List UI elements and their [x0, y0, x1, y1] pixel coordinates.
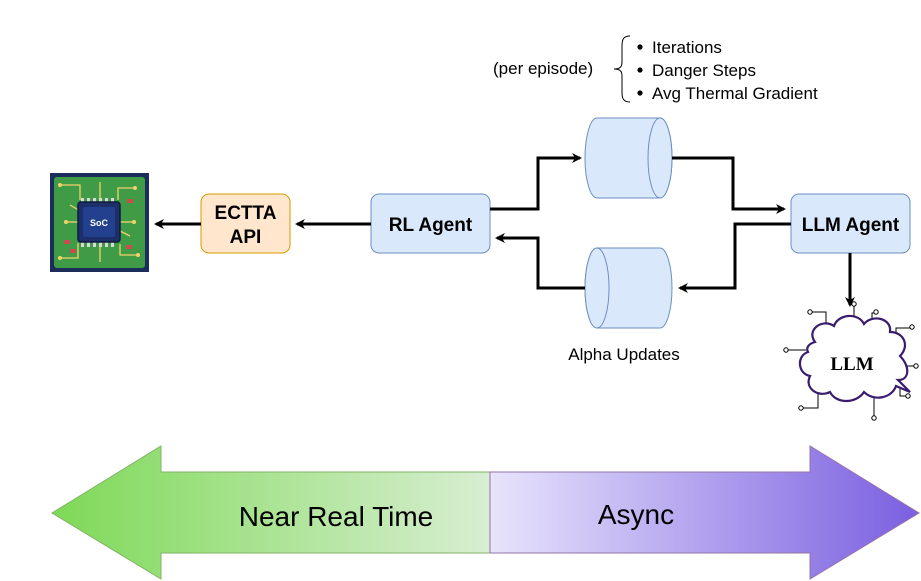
- rl-agent-box: RL Agent: [370, 193, 491, 254]
- soc-chip-label: SoC: [90, 218, 109, 228]
- ectta-api-label-line1: ECTTA: [215, 203, 277, 224]
- soc-chip-icon: SoC: [50, 173, 149, 272]
- near-real-time-label: Near Real Time: [239, 501, 434, 532]
- llm-agent-label: LLM Agent: [802, 215, 900, 236]
- alpha-updates-label: Alpha Updates: [568, 345, 680, 364]
- brace-icon: [613, 35, 631, 103]
- per-episode-note: (per episode) Iterations Danger Steps Av…: [493, 35, 818, 103]
- arrow-alpha-queue-to-rl: [495, 233, 585, 290]
- metric-item: Avg Thermal Gradient: [652, 84, 818, 103]
- async-label: Async: [598, 499, 674, 530]
- per-episode-label: (per episode): [493, 59, 593, 78]
- bullet-icon: [637, 44, 643, 50]
- ectta-api-box: ECTTA API: [200, 193, 291, 254]
- metric-item: Danger Steps: [652, 61, 756, 80]
- async-arrow: [489, 445, 920, 580]
- rl-agent-label: RL Agent: [389, 215, 473, 236]
- llm-cloud-label: LLM: [830, 354, 873, 375]
- metrics-queue-cylinder: [584, 117, 673, 199]
- bullet-icon: [637, 90, 643, 96]
- arrow-llm-agent-to-alpha-queue: [678, 222, 791, 293]
- metric-item: Iterations: [652, 38, 722, 57]
- llm-agent-box: LLM Agent: [790, 193, 911, 254]
- timeline-arrow: Near Real Time Async: [51, 445, 920, 580]
- llm-cloud-icon: LLM: [783, 301, 919, 421]
- bullet-icon: [637, 67, 643, 73]
- connectors: [154, 153, 855, 307]
- alpha-updates-cylinder: [584, 247, 673, 329]
- near-real-time-arrow: [51, 445, 491, 580]
- arrow-metrics-queue-to-llm-agent: [672, 156, 786, 214]
- ectta-api-label-line2: API: [230, 227, 262, 248]
- arrow-rl-to-metrics-queue: [490, 153, 582, 211]
